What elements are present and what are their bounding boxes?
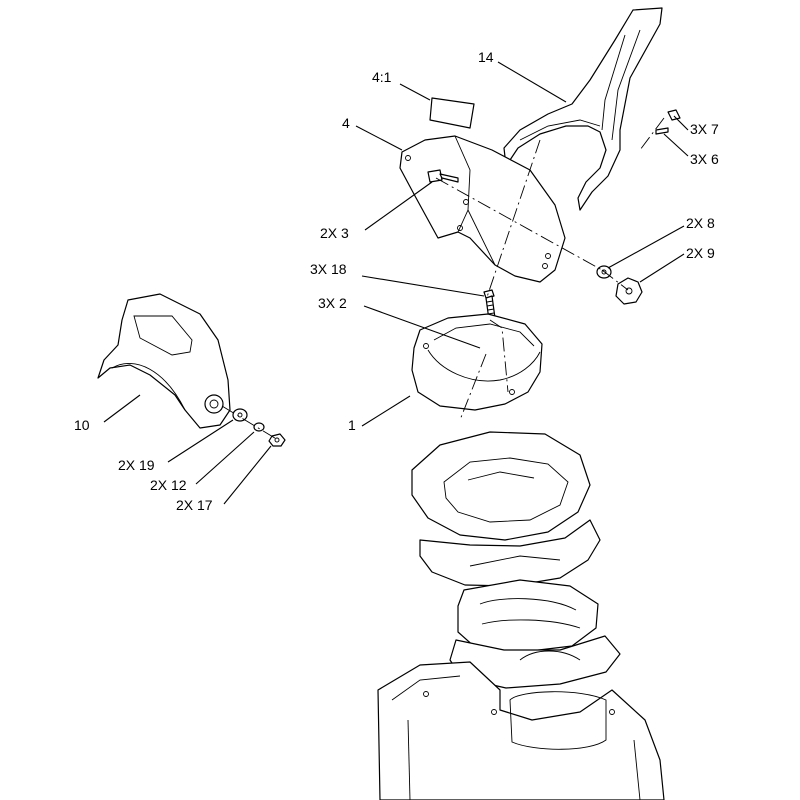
part-4-deflector[interactable] xyxy=(399,135,566,283)
part-7-pin[interactable] xyxy=(667,109,681,121)
part-14-chute-handle[interactable] xyxy=(503,7,663,211)
callout-3x6: 3X 6 xyxy=(690,151,719,167)
part-6-washer[interactable] xyxy=(655,127,669,135)
callout-4-1: 4:1 xyxy=(372,69,392,85)
center-lines xyxy=(221,117,665,441)
callout-2x9: 2X 9 xyxy=(686,245,715,261)
callout-10: 10 xyxy=(74,417,90,433)
part-4-1-decal[interactable] xyxy=(429,97,475,129)
callout-2x8: 2X 8 xyxy=(686,215,715,231)
callout-1: 1 xyxy=(348,417,356,433)
callout-2x12: 2X 12 xyxy=(150,477,187,493)
callout-2x3: 2X 3 xyxy=(320,225,349,241)
housing-reference xyxy=(377,661,665,800)
part-19-washer[interactable] xyxy=(232,408,248,422)
callout-labels: 14 4:1 4 3X 7 3X 6 2X 3 2X 8 2X 9 3X 18 … xyxy=(74,49,719,513)
part-12-lock-washer[interactable] xyxy=(253,422,265,432)
leader-lines xyxy=(103,61,689,505)
callout-4: 4 xyxy=(342,115,350,131)
callout-3x18: 3X 18 xyxy=(310,261,347,277)
part-9-knob[interactable] xyxy=(615,277,643,305)
callout-14: 14 xyxy=(478,49,494,65)
callout-2x17: 2X 17 xyxy=(176,497,213,513)
callout-3x7: 3X 7 xyxy=(690,121,719,137)
part-10-chute-extension[interactable] xyxy=(97,293,231,429)
part-1-chute-base[interactable] xyxy=(411,313,543,411)
rotation-ring-assembly xyxy=(411,431,621,689)
callout-3x2: 3X 2 xyxy=(318,295,347,311)
callout-2x19: 2X 19 xyxy=(118,457,155,473)
